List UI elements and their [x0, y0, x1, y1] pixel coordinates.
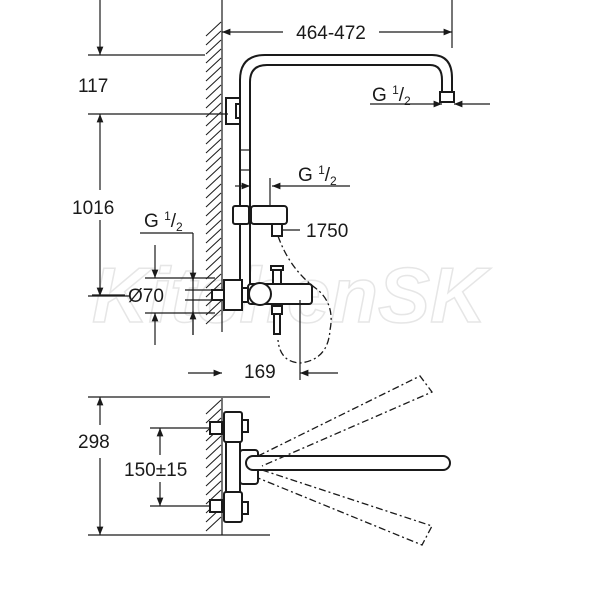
arm-projection-label: 464-472	[296, 23, 366, 44]
wall-hatch-line	[205, 192, 222, 208]
wall-hatch-line	[205, 246, 222, 262]
wall-hatch-line	[205, 183, 222, 199]
hose-length-label: 1750	[306, 221, 348, 242]
wall-hatch-line	[205, 255, 222, 271]
mixer-height-label: 298	[78, 432, 110, 453]
wall-hatch-line	[205, 39, 222, 55]
wall-side-view	[205, 20, 223, 332]
wall-hatch-line	[205, 435, 222, 451]
wall-hatch-line	[205, 48, 222, 64]
inlet-centres-label: 150±15	[124, 460, 187, 481]
wall-hatch-line	[205, 102, 222, 118]
inlet-thread-label: G 1/2	[144, 209, 183, 234]
dim-spout-projection	[188, 300, 338, 380]
wall-hatch-line	[205, 399, 222, 415]
shower-riser	[225, 54, 455, 293]
riser-height-label: 1016	[72, 198, 114, 219]
wall-hatch-line	[205, 228, 222, 244]
wall-hatch-line	[205, 57, 222, 73]
wall-hatch-line	[205, 471, 222, 487]
wall-hatch-line	[205, 138, 222, 154]
wall-hatch-line	[205, 156, 222, 172]
wall-hatch-line	[205, 93, 222, 109]
wall-hatch-line	[205, 165, 222, 181]
wall-hatch-line	[205, 219, 222, 235]
arm-height-label: 117	[78, 76, 108, 97]
hand-shower-holder	[232, 205, 288, 237]
wall-hatch-line	[205, 408, 222, 424]
dim-arm-projection	[221, 0, 453, 48]
dim-vertical-left	[88, 0, 228, 297]
mixer-plan-view	[209, 375, 451, 546]
wall-hatch-line	[205, 480, 222, 496]
hose-thread-label: G 1/2	[298, 163, 337, 188]
wall-hatch-line	[205, 309, 222, 325]
wall-hatch-line	[205, 462, 222, 478]
wall-hatch-line	[205, 84, 222, 100]
spout-projection-label: 169	[244, 362, 276, 383]
dim-mixer-height	[88, 396, 270, 536]
wall-hatch-line	[205, 75, 222, 91]
wall-hatch-line	[205, 120, 222, 136]
wall-hatch-line	[205, 129, 222, 145]
wall-hatch-line	[205, 21, 222, 37]
wall-hatch-line	[205, 453, 222, 469]
wall-hatch-line	[205, 30, 222, 46]
wall-plan-view	[205, 398, 223, 535]
wall-hatch-line	[205, 264, 222, 280]
wall-hatch-line	[205, 174, 222, 190]
wall-hatch-line	[205, 201, 222, 217]
dim-inlet	[92, 232, 215, 345]
head-thread-label: G 1/2	[372, 83, 411, 108]
dim-hose-thread	[235, 178, 350, 206]
wall-hatch-line	[205, 444, 222, 460]
wall-hatch-line	[205, 66, 222, 82]
wall-hatch-line	[205, 273, 222, 289]
wall-hatch-line	[205, 210, 222, 226]
thermostatic-mixer	[211, 265, 313, 335]
shower-hose	[277, 235, 332, 364]
wall-hatch-line	[205, 237, 222, 253]
wall-hatch-line	[205, 147, 222, 163]
escutcheon-diameter-label: Ø70	[128, 286, 164, 307]
wall-hatch-line	[205, 516, 222, 532]
wall-hatch-line	[205, 489, 222, 505]
